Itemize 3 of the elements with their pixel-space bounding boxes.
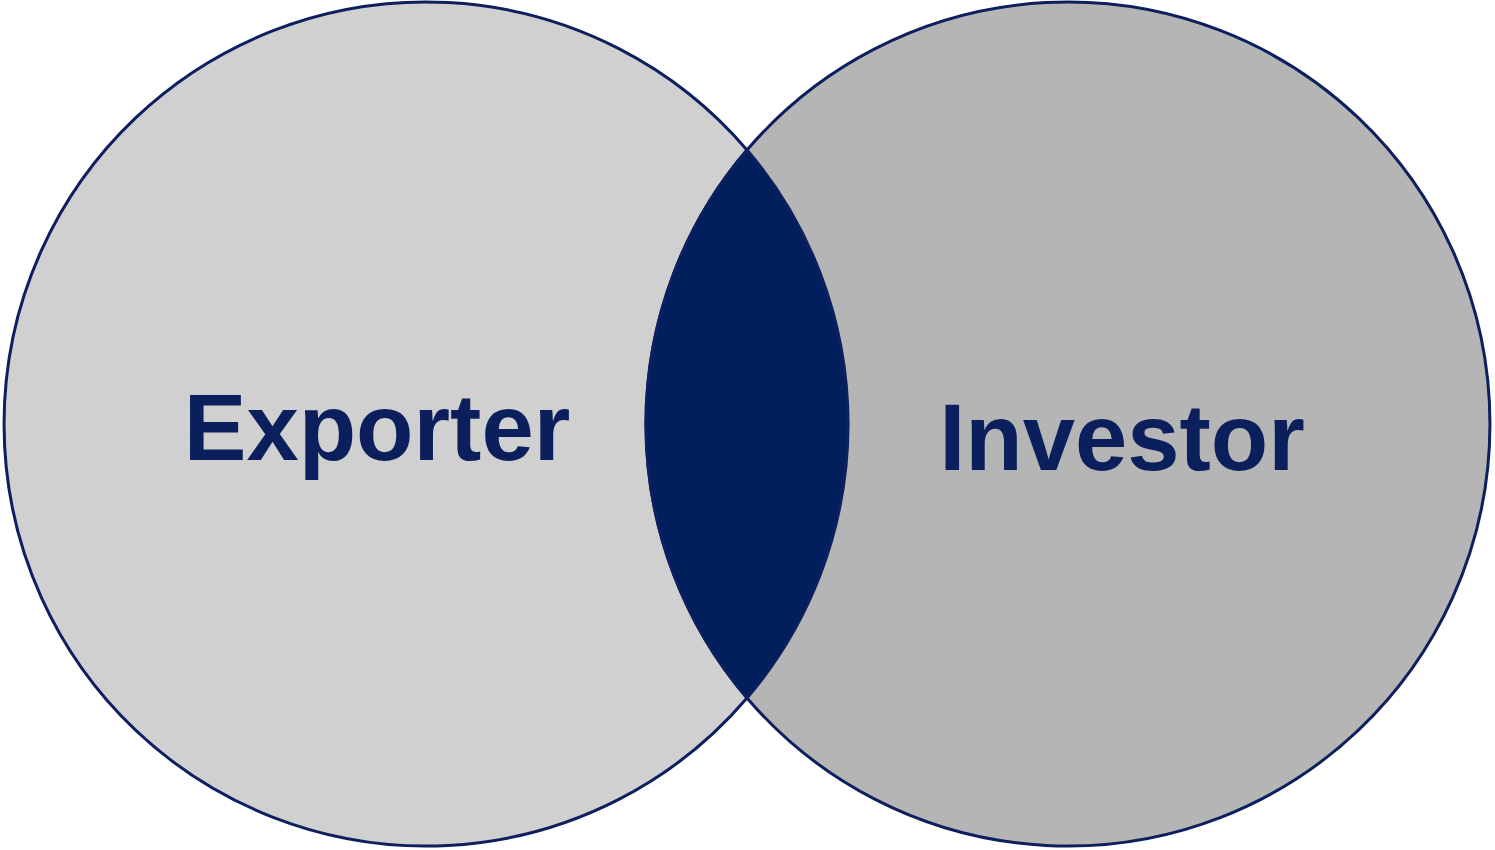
overlap-region [644,148,850,700]
set-label: Investor [938,383,1306,492]
set-label: Exporter [182,373,572,482]
